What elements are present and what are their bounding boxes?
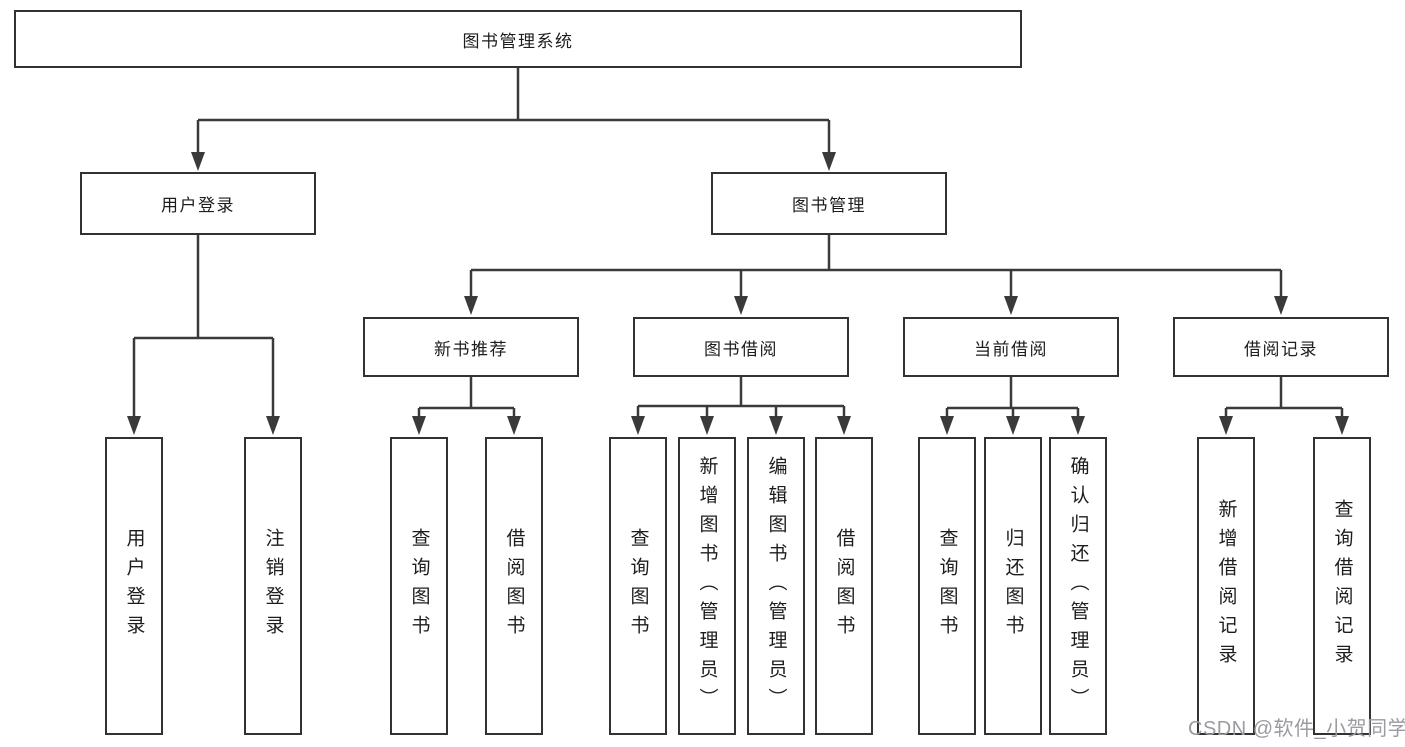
node-book-borrow: 图书借阅 xyxy=(633,317,849,377)
leaf-add-book-admin: 新增图书（管理员） xyxy=(678,437,736,735)
leaf-query-book-1-label: 查询图书 xyxy=(408,528,430,644)
leaf-query-borrow-record-label: 查询借阅记录 xyxy=(1331,499,1353,673)
leaf-query-book-1: 查询图书 xyxy=(390,437,448,735)
leaf-borrow-book-2-label: 借阅图书 xyxy=(833,528,855,644)
node-book-borrow-label: 图书借阅 xyxy=(704,339,778,359)
leaf-query-book-2: 查询图书 xyxy=(609,437,667,735)
node-borrow-records: 借阅记录 xyxy=(1173,317,1389,377)
leaf-edit-book-admin-label: 编辑图书（管理员） xyxy=(765,455,787,717)
node-current-borrow: 当前借阅 xyxy=(903,317,1119,377)
leaf-logout: 注销登录 xyxy=(244,437,302,735)
leaf-borrow-book-1-label: 借阅图书 xyxy=(503,528,525,644)
node-root-label: 图书管理系统 xyxy=(462,31,574,51)
leaf-add-borrow-record: 新增借阅记录 xyxy=(1197,437,1255,735)
node-root: 图书管理系统 xyxy=(14,10,1022,68)
csdn-watermark: CSDN @软件_小贺同学 xyxy=(1188,718,1405,740)
leaf-add-book-admin-label: 新增图书（管理员） xyxy=(696,455,718,717)
node-user-login: 用户登录 xyxy=(80,172,316,235)
leaf-query-borrow-record: 查询借阅记录 xyxy=(1313,437,1371,735)
node-book-management-label: 图书管理 xyxy=(792,196,866,215)
leaf-confirm-return-admin: 确认归还（管理员） xyxy=(1049,437,1107,735)
leaf-user-login: 用户登录 xyxy=(105,437,163,735)
leaf-return-book: 归还图书 xyxy=(984,437,1042,735)
leaf-query-book-3-label: 查询图书 xyxy=(936,528,958,644)
node-current-borrow-label: 当前借阅 xyxy=(974,339,1048,359)
leaf-add-borrow-record-label: 新增借阅记录 xyxy=(1215,499,1237,673)
arrowheads xyxy=(127,152,1349,435)
leaf-borrow-book-2: 借阅图书 xyxy=(815,437,873,735)
node-user-login-label: 用户登录 xyxy=(161,196,235,215)
node-borrow-records-label: 借阅记录 xyxy=(1244,339,1318,359)
leaf-borrow-book-1: 借阅图书 xyxy=(485,437,543,735)
leaf-query-book-3: 查询图书 xyxy=(918,437,976,735)
leaf-user-login-label: 用户登录 xyxy=(123,528,145,644)
leaf-confirm-return-admin-label: 确认归还（管理员） xyxy=(1067,455,1089,717)
leaf-edit-book-admin: 编辑图书（管理员） xyxy=(747,437,805,735)
node-new-book-recommend-label: 新书推荐 xyxy=(434,339,508,359)
node-book-management: 图书管理 xyxy=(711,172,947,235)
node-new-book-recommend: 新书推荐 xyxy=(363,317,579,377)
leaf-logout-label: 注销登录 xyxy=(262,528,284,644)
leaf-return-book-label: 归还图书 xyxy=(1002,528,1024,644)
leaf-query-book-2-label: 查询图书 xyxy=(627,528,649,644)
